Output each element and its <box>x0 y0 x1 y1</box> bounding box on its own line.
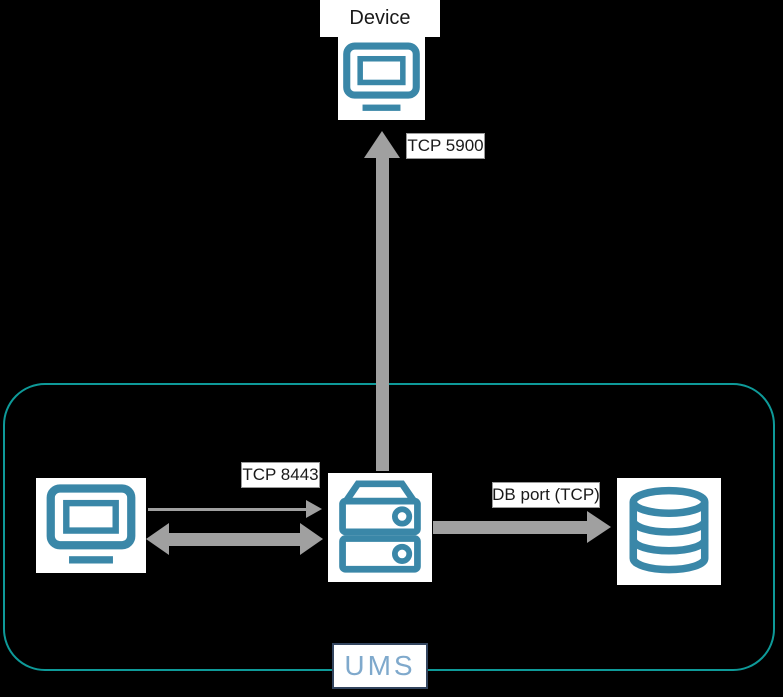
database-icon-tile <box>617 478 721 585</box>
ums-label: UMS <box>344 650 416 681</box>
web-port-label: TCP 8443 <box>241 462 320 488</box>
device-label: Device <box>320 0 440 37</box>
monitor-icon <box>46 483 136 564</box>
vnc-port-label: TCP 5900 <box>406 133 485 159</box>
vnc-arrow-head <box>364 131 400 158</box>
server-icon <box>339 480 421 573</box>
device-icon-tile <box>338 37 425 120</box>
monitor-icon <box>343 42 420 111</box>
db-port-label: DB port (TCP) <box>492 482 600 508</box>
web-arrow-thin-head <box>306 500 322 518</box>
vnc-arrow-shaft <box>376 156 389 471</box>
web-arrow-thick-head-right <box>300 523 323 555</box>
console-icon-tile <box>36 478 146 573</box>
server-icon-tile <box>328 473 432 582</box>
ums-label-box: UMS <box>332 643 428 689</box>
db-arrow-shaft <box>433 521 588 534</box>
web-arrow-thick-shaft <box>168 533 301 546</box>
database-icon <box>629 486 709 573</box>
web-arrow-thin-shaft <box>148 508 306 511</box>
web-arrow-thick-head-left <box>146 523 169 555</box>
db-arrow-head <box>587 511 611 543</box>
